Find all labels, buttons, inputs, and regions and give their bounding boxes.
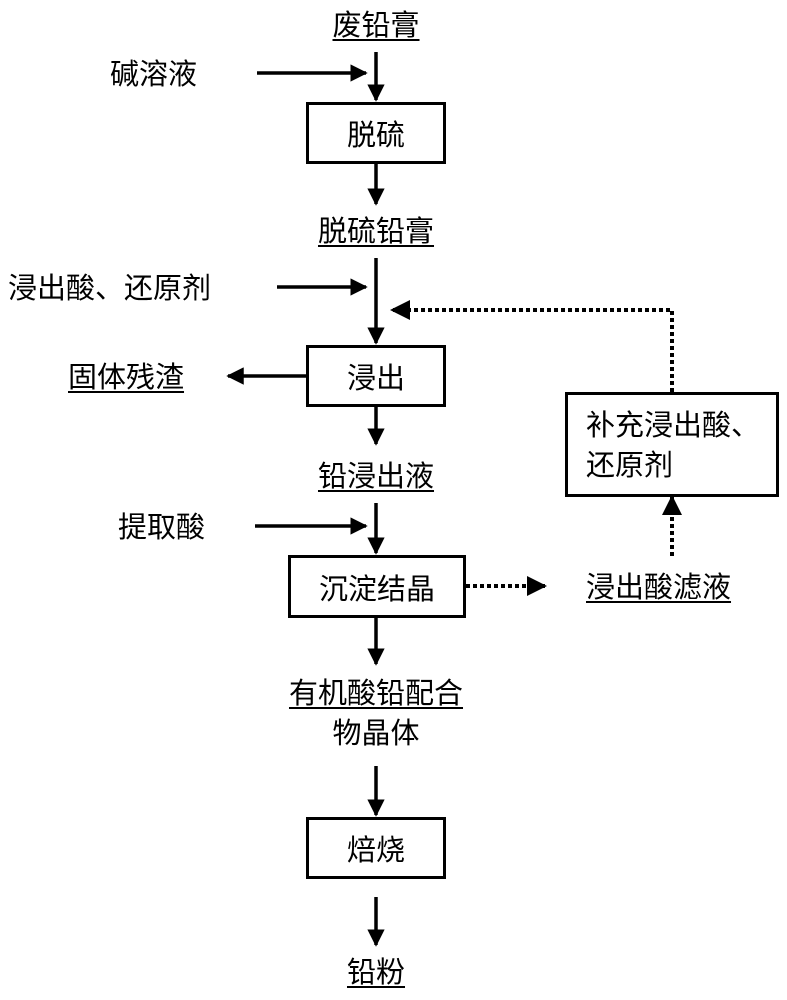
desulfurization-label: 脱硫 [346,118,405,152]
roasting-box: 焙烧 [306,817,446,879]
crystal-label-line1: 有机酸铅配合 [288,676,464,710]
replenish-line1: 补充浸出酸、 [586,407,761,442]
precipitation-box: 沉淀结晶 [288,555,466,618]
extraction-acid-label: 提取酸 [118,510,206,544]
leaching-box: 浸出 [306,345,446,407]
solid-residue-label: 固体残渣 [68,360,185,394]
desulfurized-paste-label: 脱硫铅膏 [317,214,435,248]
precipitation-label: 沉淀结晶 [318,571,435,606]
replenish-box: 补充浸出酸、 还原剂 [565,392,779,497]
dotted-arrow-replenish-to-leaching [390,300,674,392]
leaching-label: 浸出 [346,361,405,395]
alkali-solution-label: 碱溶液 [110,57,198,91]
crystal-label-line2: 物晶体 [332,716,420,750]
lead-leachate-label: 铅浸出液 [317,459,435,493]
leach-acid-reductant-label: 浸出酸、还原剂 [8,271,212,305]
replenish-line2: 还原剂 [586,447,674,482]
desulfurization-box: 脱硫 [306,102,446,164]
acid-filtrate-label: 浸出酸滤液 [586,570,732,604]
roasting-label: 焙烧 [346,833,405,867]
lead-powder-label: 铅粉 [346,955,406,989]
waste-lead-paste-label: 废铅膏 [332,8,420,42]
